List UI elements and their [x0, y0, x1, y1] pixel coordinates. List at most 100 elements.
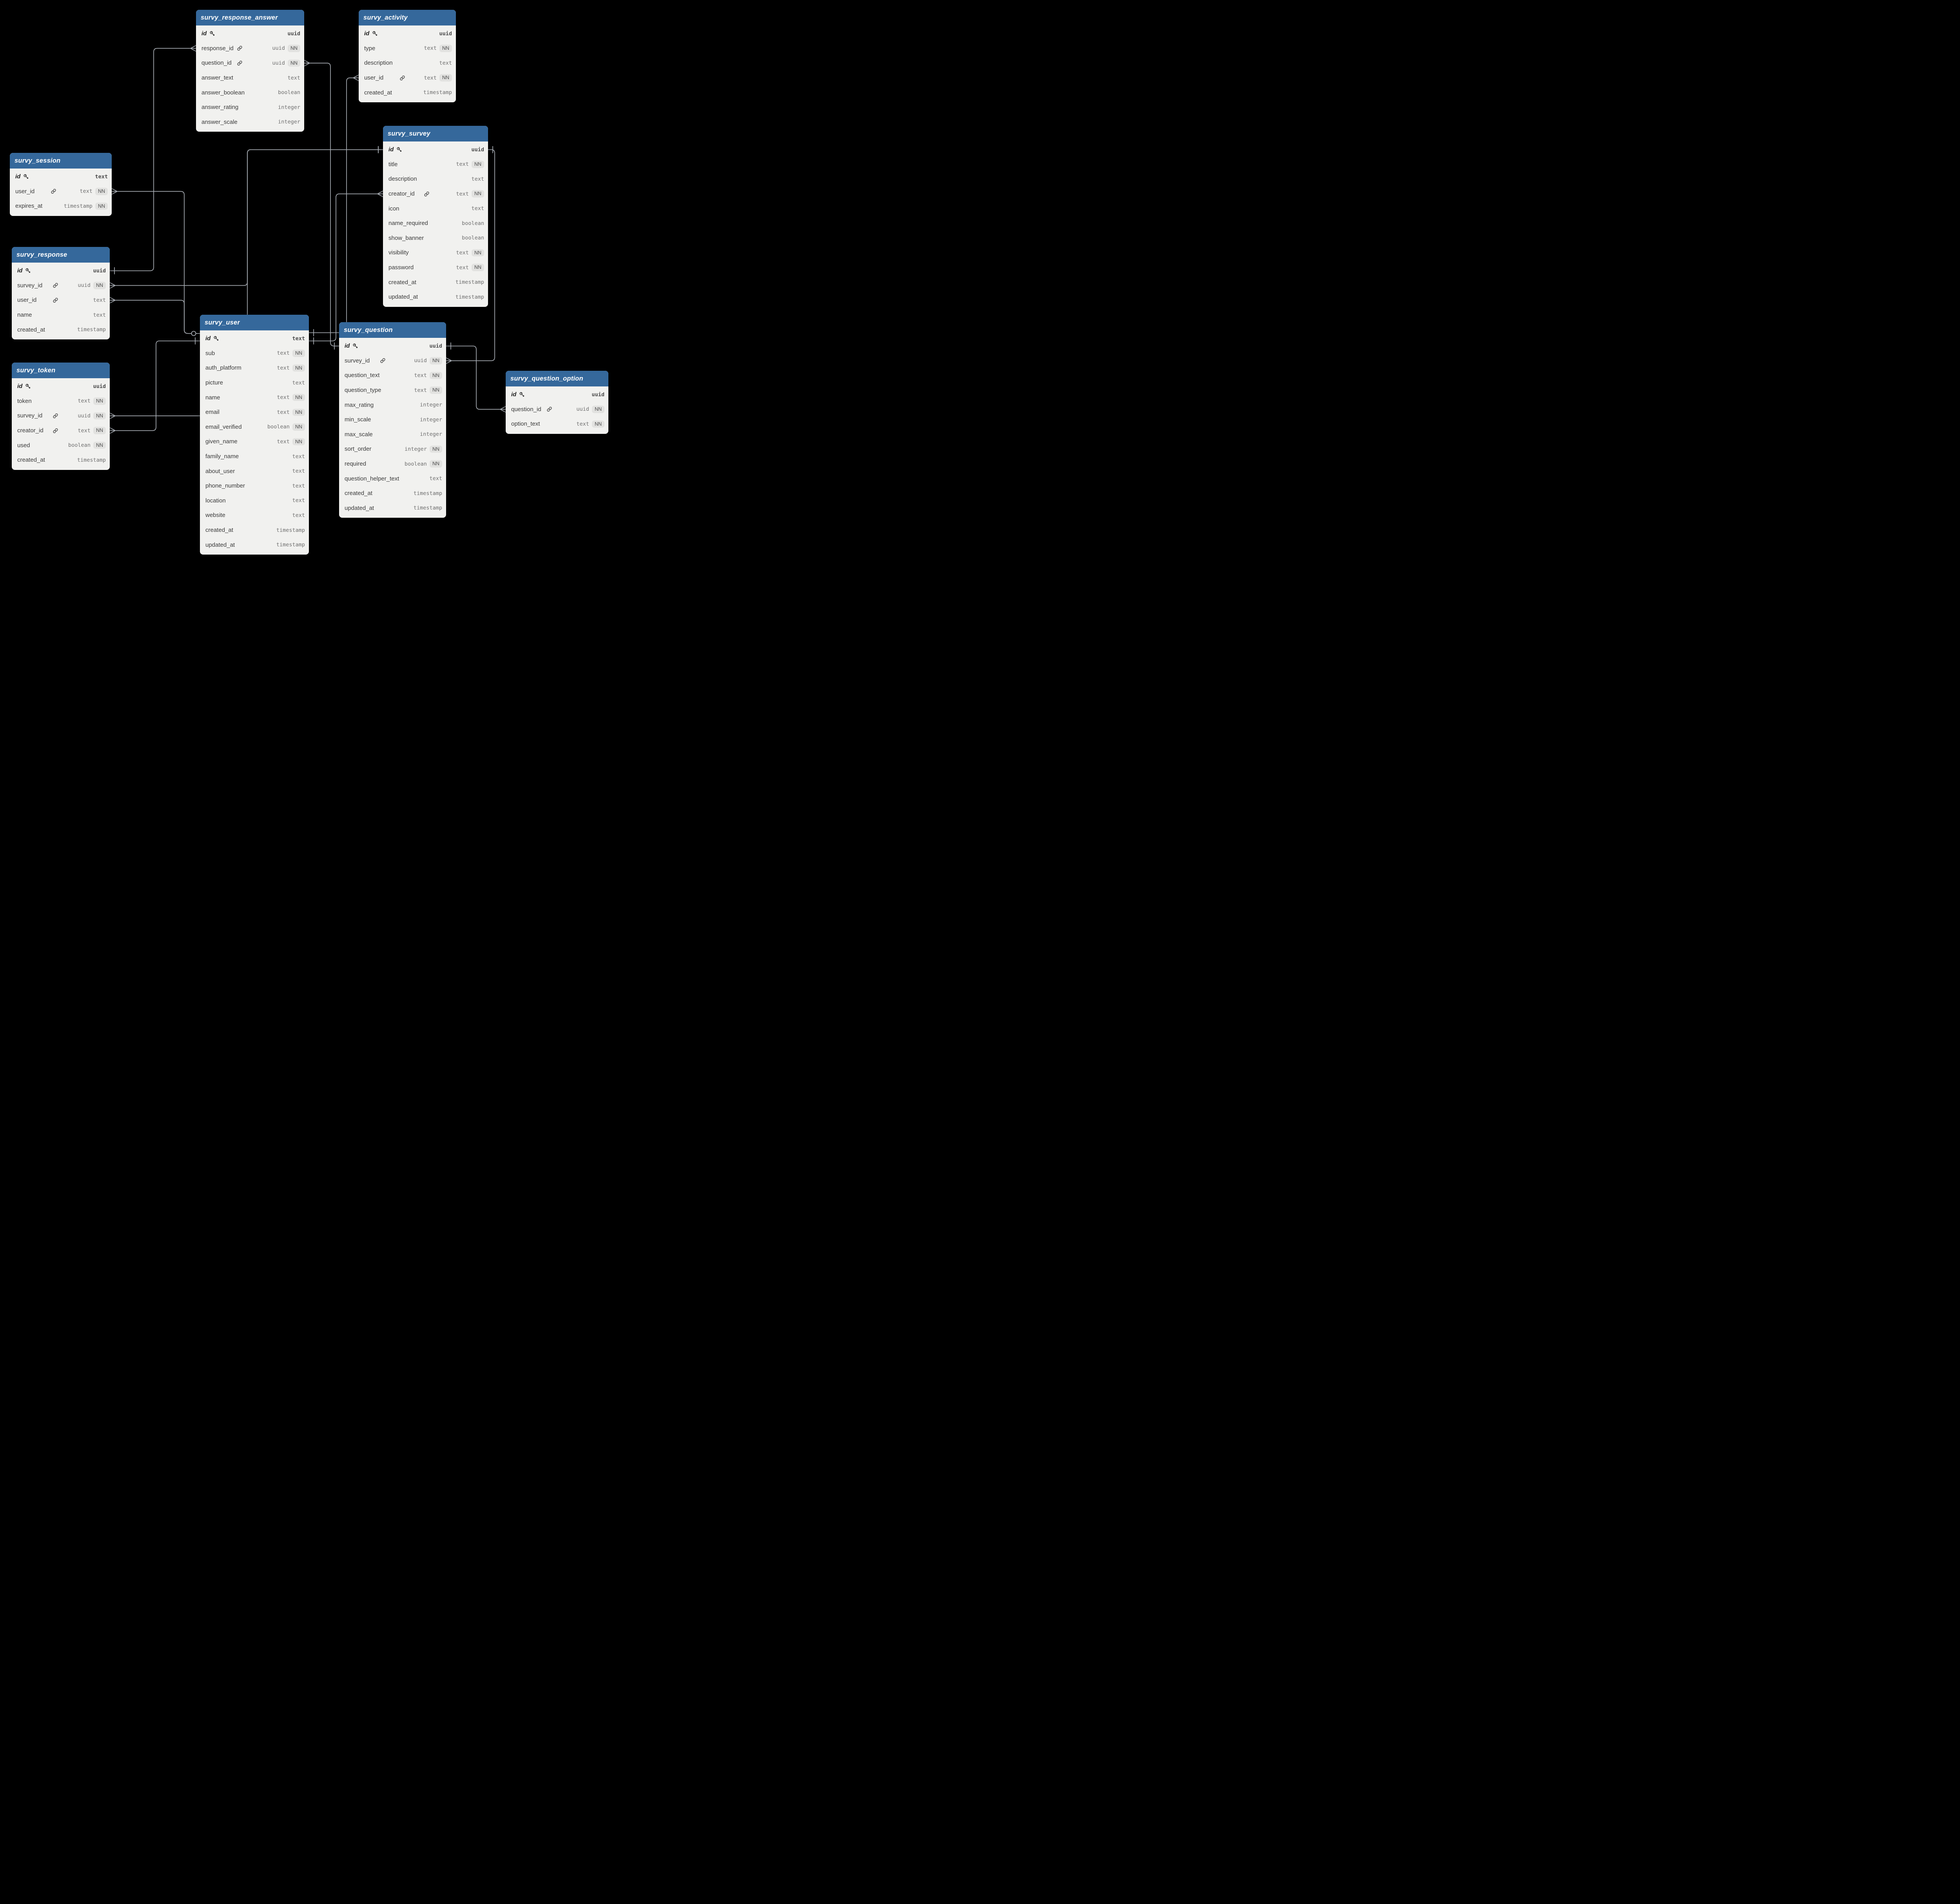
relationship-edge-survy_response-user_id[interactable] — [109, 297, 200, 336]
relationship-edge-survy_response_answer-response_id[interactable] — [109, 45, 197, 274]
relationship-edge-survy_survey-creator_id[interactable] — [309, 190, 384, 345]
field-name: show_banner — [388, 234, 424, 241]
table-header[interactable]: survy_response — [12, 247, 110, 263]
field-name: given_name — [205, 438, 238, 445]
relationship-edge-survy_response_answer-question_id[interactable] — [303, 60, 339, 350]
relationship-edge-survy_response-survey_id[interactable] — [109, 146, 383, 289]
relationship-edge-survy_question-survey_id[interactable] — [445, 146, 495, 364]
relationship-edge-survy_activity-user_id[interactable] — [309, 74, 359, 336]
field-name: created_at — [17, 326, 45, 333]
relationship-edge-survy_question_option-question_id[interactable] — [446, 342, 506, 413]
table-header[interactable]: survy_response_answer — [196, 10, 304, 25]
table-header[interactable]: survy_token — [12, 363, 110, 378]
table-header[interactable]: survy_question — [339, 322, 446, 338]
table-header[interactable]: survy_question_option — [506, 371, 608, 386]
relationship-edge-survy_session-user_id[interactable] — [111, 188, 200, 336]
table-header[interactable]: survy_survey — [383, 126, 488, 141]
table-header[interactable]: survy_session — [10, 153, 112, 169]
relationship-edge-survy_token-creator_id[interactable] — [109, 337, 200, 434]
table-header[interactable]: survy_user — [200, 315, 309, 330]
primary-key-icon — [25, 268, 31, 274]
table-header[interactable]: survy_activity — [359, 10, 456, 25]
